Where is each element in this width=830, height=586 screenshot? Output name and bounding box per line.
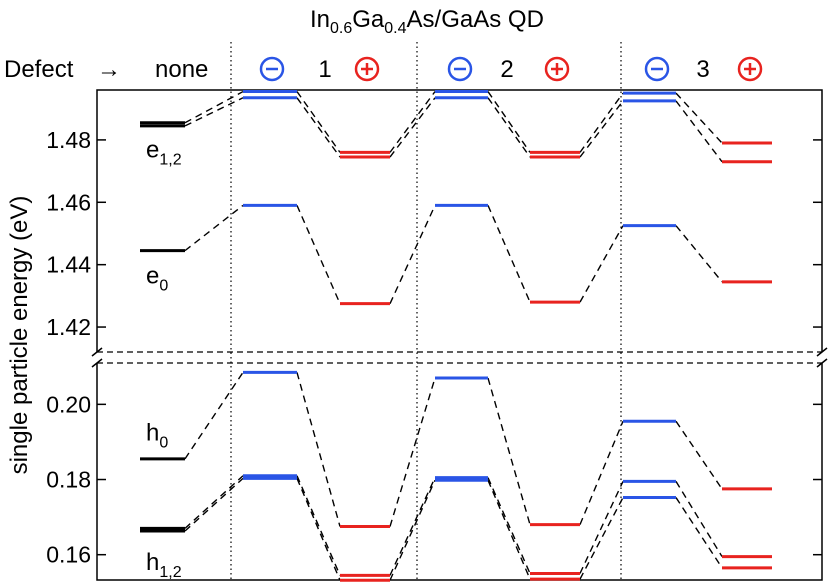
connector-h1 [675,481,723,557]
chart-title: In0.6Ga0.4As/GaAs QD [310,6,544,37]
label-base: e [146,263,159,290]
plus-circle [354,56,380,82]
connector-e2 [389,97,436,158]
connector-h2 [487,479,531,580]
y-axis-ticks: 1.42 1.44 1.46 1.48 0.16 0.18 0.20 [46,127,822,568]
title-subscript: 0.6 [330,20,352,37]
plus-circle [544,56,570,82]
label-h0: h0 [146,420,168,452]
minus-circle [644,56,670,82]
connector-h0 [296,372,341,527]
y-axis-label: single particle energy (eV) [6,196,33,475]
title-part: Ga [352,6,385,33]
connector-e0 [296,205,341,304]
y-tick-label: 1.42 [46,314,91,340]
axis-break-mark [816,358,828,368]
connector-h2 [184,477,244,532]
connector-e1 [296,91,341,153]
title-part: In [310,6,330,33]
defect-number-3: 3 [696,56,709,83]
connector-e2 [579,100,624,158]
connector-e2 [487,97,531,158]
title-subscript: 0.4 [384,20,406,37]
connector-e0 [184,204,244,252]
label-subscript: 0 [159,435,168,452]
column-label-none: none [155,56,208,83]
axis-break-gap [89,352,830,363]
defect-number-2: 2 [500,56,513,83]
label-h12: h1,2 [146,549,182,581]
connector-e2 [675,100,723,163]
label-base: e [146,136,159,163]
connector-e1 [487,91,531,153]
axis-break-mark [91,358,103,368]
connector-e0 [579,225,624,303]
plot-border [96,89,823,581]
connector-e2 [296,97,341,158]
connector-h0 [389,377,436,527]
connector-h1 [184,475,244,529]
connector-e1 [184,90,244,124]
connector-h2 [675,497,723,569]
plus-charge-icon [544,56,570,82]
defect-header-row: Defect → none 1 2 3 [4,56,763,83]
minus-circle [259,56,285,82]
plus-charge-icon [737,56,763,82]
defect-number-1: 1 [318,56,331,83]
connector-h1 [389,477,436,576]
connector-h0 [675,420,723,490]
connector-e1 [389,91,436,153]
label-base: h [146,549,159,576]
label-subscript: 0 [159,278,168,295]
label-e12: e1,2 [146,136,182,168]
connector-e0 [675,225,723,283]
energy-levels [140,90,772,582]
connector-e1 [579,92,624,153]
connector-h0 [579,420,624,525]
minus-circle [447,56,473,82]
connector-h2 [389,479,436,581]
chart-title-text: In0.6Ga0.4As/GaAs QD [310,6,544,37]
y-tick-label: 1.46 [46,189,91,215]
connector-e0 [487,205,531,303]
defect-label: Defect [4,56,74,83]
axis-break-mark [91,347,103,357]
label-base: h [146,420,159,447]
y-tick-label: 1.48 [46,127,91,153]
defect-arrow: → [97,56,121,83]
connector-h1 [579,481,624,574]
plot-frame [89,42,830,581]
y-tick-label: 1.44 [46,252,91,278]
connector-h2 [296,478,341,581]
title-part: As/GaAs QD [407,6,544,33]
plus-circle [737,56,763,82]
minus-charge-icon [259,56,285,82]
connector-e0 [389,205,436,304]
connector-e2 [184,97,244,127]
y-tick-label: 0.18 [46,467,91,493]
label-subscript: 1,2 [159,564,181,581]
axis-break-mark [816,347,828,357]
minus-charge-icon [447,56,473,82]
y-tick-label: 0.16 [46,542,91,568]
label-subscript: 1,2 [159,151,181,168]
minus-charge-icon [644,56,670,82]
connector-h2 [579,497,624,580]
y-tick-label: 0.20 [46,391,91,417]
connector-h0 [487,377,531,525]
connector-e1 [675,92,723,144]
level-connectors [184,90,723,581]
connector-h1 [487,477,531,574]
connector-h0 [184,372,244,460]
label-e0: e0 [146,263,168,295]
connector-h1 [296,475,341,576]
plus-charge-icon [354,56,380,82]
